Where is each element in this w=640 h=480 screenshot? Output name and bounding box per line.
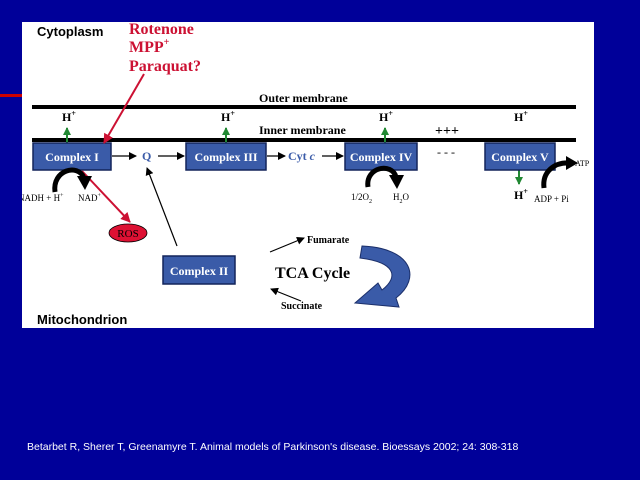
atp-arrowhead — [566, 156, 578, 170]
charge-positive: +++ — [435, 124, 459, 139]
proton-label-3: H+ — [221, 109, 235, 124]
inhibitor-rotenone: Rotenone — [129, 22, 194, 38]
inhibitor-arrow — [103, 73, 145, 144]
proton-label-4: H+ — [379, 109, 393, 124]
nadh-label: NADH + H+ — [22, 193, 64, 203]
proton-label-5-bottom: H+ — [514, 187, 528, 202]
accent-bar — [0, 94, 22, 97]
ros-label: ROS — [117, 228, 138, 240]
fumarate-label: Fumarate — [307, 235, 350, 246]
tca-cycle-arrow — [353, 245, 411, 308]
succinate-label: Succinate — [281, 301, 323, 312]
outer-membrane-label: Outer membrane — [259, 91, 348, 105]
adp-label: ADP + Pi — [534, 194, 569, 204]
diagram-panel: Cytoplasm Mitochondrion Rotenone MPP+ Pa… — [22, 22, 594, 328]
charge-negative: - - - — [437, 145, 455, 159]
citation: Betarbet R, Sherer T, Greenamyre T. Anim… — [27, 441, 519, 453]
complex-1-label: Complex I — [45, 150, 99, 164]
complex-4-label: Complex IV — [350, 150, 413, 164]
complex-5-box — [484, 142, 556, 171]
nadh-curved-arrow — [52, 167, 87, 193]
complex-2-box — [162, 255, 236, 285]
h2o-label: H2O — [393, 192, 410, 205]
complex-3-box — [185, 142, 267, 171]
complex-4-box — [344, 142, 418, 171]
mpp-superscript: + — [164, 37, 170, 48]
arrow-to-fumarate — [269, 236, 305, 253]
ros-ellipse — [108, 223, 148, 243]
nad-label: NAD+ — [78, 193, 102, 203]
proton-label-1: H+ — [62, 109, 76, 124]
complex-5-label: Complex V — [491, 150, 549, 164]
cytoplasm-label: Cytoplasm — [37, 24, 103, 39]
tca-cycle-label: TCA Cycle — [275, 265, 350, 282]
mitochondrion-label: Mitochondrion — [37, 312, 127, 327]
proton-label-5-top: H+ — [514, 109, 528, 124]
complex-3-label: Complex III — [194, 150, 257, 164]
nadh-arrowhead — [77, 176, 92, 190]
half-o2-label: 1/2O2 — [351, 192, 372, 205]
atp-label: ATP — [575, 159, 590, 168]
q-label: Q — [142, 149, 151, 163]
arrow-from-succinate — [270, 287, 302, 302]
o2-arrowhead — [389, 175, 404, 189]
inhibitor-mpp: MPP+ — [129, 37, 170, 56]
cyt-c-label: Cyt c — [288, 149, 316, 163]
o2-curved-arrow — [365, 165, 399, 188]
etc-diagram: Cytoplasm Mitochondrion Rotenone MPP+ Pa… — [22, 22, 590, 327]
complex-2-label: Complex II — [170, 264, 229, 278]
inner-membrane-label: Inner membrane — [259, 123, 346, 137]
arrow-complex2-q — [145, 167, 178, 247]
inhibitor-paraquat: Paraquat? — [129, 58, 201, 75]
